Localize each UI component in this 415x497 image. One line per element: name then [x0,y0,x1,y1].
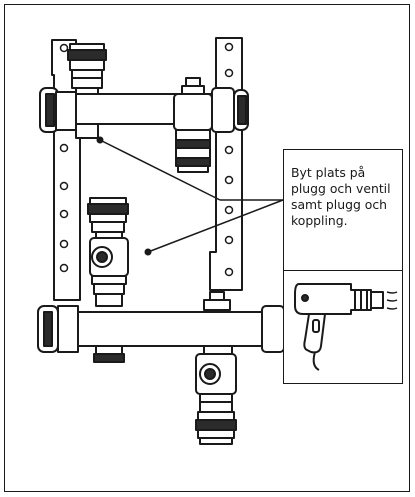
callout-divider [284,270,402,271]
bottom-left-end-cap [37,305,79,353]
leader-lines [99,139,284,253]
leader-dot-top [96,136,104,144]
bottom-right-lower-valve [195,345,237,413]
bottom-right-coupling [195,411,237,445]
top-valve [173,77,213,173]
top-left-coupling [67,43,107,95]
bottom-right-valve-top [203,291,231,311]
middle-valve [89,231,129,307]
bottom-manifold-pipe [59,311,279,347]
middle-coupling [87,197,129,233]
top-left-end-cap [39,87,77,133]
bottom-left-coupling [93,345,125,363]
instruction-text: Byt plats på plugg och ventil samt plugg… [291,165,391,228]
top-pipe-stub [75,123,99,139]
heat-gun-icon [294,283,398,371]
bracket-holes [59,42,234,277]
top-right-end-cap [211,87,249,133]
leader-dot-middle [144,248,152,256]
instruction-callout: Byt plats på plugg och ventil samt plugg… [283,149,403,384]
illustration-frame [4,4,410,492]
